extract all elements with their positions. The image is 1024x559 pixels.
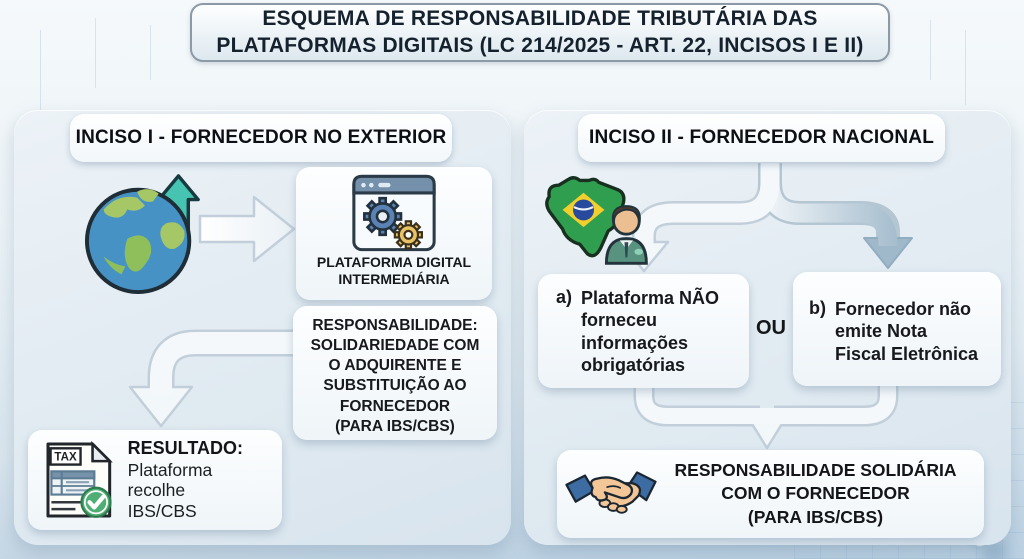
option-b-prefix: b) <box>809 298 826 318</box>
result-box: TAX RESULTADO: Plataforma recolhe IBS/CB… <box>28 430 282 530</box>
platform-label: PLATAFORMA DIGITAL INTERMEDIÁRIA <box>296 254 492 288</box>
result-text: RESULTADO: Plataforma recolhe IBS/CBS <box>128 438 274 521</box>
solidarity-line: COM O FORNECEDOR <box>721 483 910 504</box>
line-decoration <box>40 30 41 120</box>
option-a-box: a) Plataforma NÃO forneceu informações o… <box>538 274 749 388</box>
platform-box: PLATAFORMA DIGITAL INTERMEDIÁRIA <box>296 167 492 300</box>
solidarity-box: RESPONSABILIDADE SOLIDÁRIA COM O FORNECE… <box>557 450 984 538</box>
line-decoration <box>930 20 931 80</box>
line-decoration <box>95 18 96 88</box>
person-icon <box>604 205 648 265</box>
option-b-text: Fornecedor não emite Nota Fiscal Eletrôn… <box>835 298 978 376</box>
result-heading: RESULTADO: <box>127 438 243 459</box>
responsibility-line: SOLIDARIEDADE COM <box>310 337 480 355</box>
option-b-line: emite Nota <box>835 321 928 342</box>
option-a-line: informações <box>581 332 689 353</box>
result-line-2: IBS/CBS <box>127 500 197 521</box>
option-a-prefix: a) <box>556 287 573 307</box>
responsibility-line: SUBSTITUIÇÃO AO <box>323 377 467 395</box>
inciso-ii-header-label: INCISO II - FORNECEDOR NACIONAL <box>588 127 935 148</box>
platform-label-line-2: INTERMEDIÁRIA <box>338 271 450 288</box>
responsibility-line: (PARA IBS/CBS) <box>335 417 455 435</box>
platform-label-line-1: PLATAFORMA DIGITAL <box>316 254 472 270</box>
globe-icon <box>84 174 200 295</box>
check-icon <box>80 486 112 518</box>
solidarity-line: RESPONSABILIDADE SOLIDÁRIA <box>674 460 957 481</box>
title-line-1: ESQUEMA DE RESPONSABILIDADE TRIBUTÁRIA D… <box>262 7 818 31</box>
inciso-i-header: INCISO I - FORNECEDOR NO EXTERIOR <box>70 114 452 162</box>
browser-gears-icon <box>352 174 436 252</box>
yellow-gear-icon <box>393 220 424 250</box>
title-banner: ESQUEMA DE RESPONSABILIDADE TRIBUTÁRIA D… <box>190 3 890 62</box>
solidarity-text: RESPONSABILIDADE SOLIDÁRIA COM O FORNECE… <box>657 459 974 528</box>
responsibility-box: RESPONSABILIDADE: SOLIDARIEDADE COM O AD… <box>293 306 497 440</box>
responsibility-line: O ADQUIRENTE E <box>328 357 462 375</box>
or-label: OU <box>756 317 786 339</box>
option-a-line: obrigatórias <box>581 354 686 375</box>
responsibility-line: FORNECEDOR <box>339 397 451 415</box>
solidarity-line: (PARA IBS/CBS) <box>747 506 884 527</box>
option-a-text: Plataforma NÃO forneceu informações obri… <box>581 287 719 378</box>
option-b-line: Fornecedor não <box>835 299 972 319</box>
line-decoration <box>150 25 151 80</box>
result-line-1: Plataforma recolhe <box>127 459 213 501</box>
option-b-line: Fiscal Eletrônica <box>835 343 979 364</box>
inciso-ii-header: INCISO II - FORNECEDOR NACIONAL <box>578 114 945 162</box>
option-a-line: Plataforma NÃO <box>581 288 720 308</box>
tax-document-icon: TAX <box>46 440 113 518</box>
title-line-2: PLATAFORMAS DIGITAIS (LC 214/2025 - ART.… <box>216 33 864 57</box>
responsibility-line: RESPONSABILIDADE: <box>312 317 478 334</box>
brazil-map-icon <box>545 176 648 265</box>
blue-gear-icon <box>363 196 403 237</box>
handshake-icon <box>565 471 657 514</box>
inciso-i-header-label: INCISO I - FORNECEDOR NO EXTERIOR <box>75 127 447 148</box>
line-decoration <box>965 30 966 105</box>
option-a-line: forneceu <box>581 310 658 331</box>
tax-label: TAX <box>54 452 77 464</box>
option-b-box: b) Fornecedor não emite Nota Fiscal Elet… <box>793 272 1001 386</box>
